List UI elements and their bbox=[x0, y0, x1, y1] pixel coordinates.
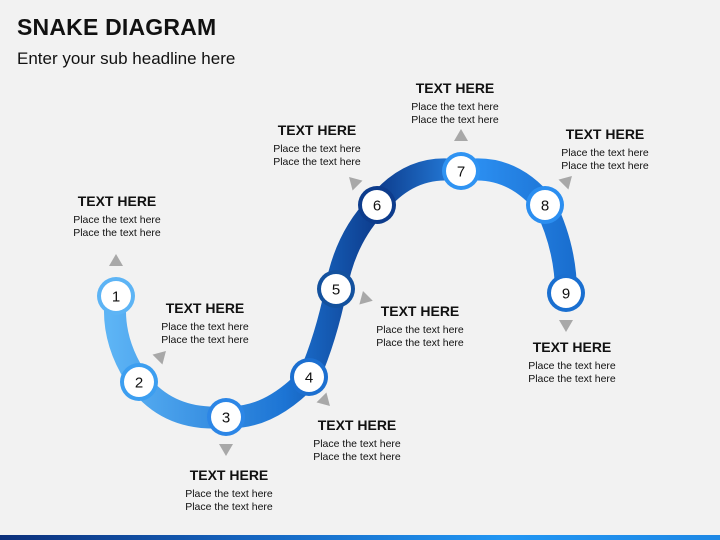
step-4-arrow-icon bbox=[316, 392, 330, 406]
step-number: 7 bbox=[457, 164, 465, 181]
callout-text-line: Place the text here bbox=[376, 324, 464, 336]
callout-text-line: Place the text here bbox=[376, 337, 464, 349]
step-node-face bbox=[124, 367, 154, 397]
step-node-face bbox=[211, 402, 241, 432]
step-node-face bbox=[294, 362, 324, 392]
callout-heading: TEXT HERE bbox=[277, 122, 357, 138]
step-number: 9 bbox=[562, 286, 570, 303]
callout-text-line: Place the text here bbox=[313, 438, 401, 450]
step-number: 4 bbox=[305, 370, 313, 387]
callout-heading: TEXT HERE bbox=[415, 80, 495, 96]
step-node-3[interactable]: 3 bbox=[207, 398, 245, 436]
callout-text-line: Place the text here bbox=[561, 147, 649, 159]
step-7-arrow-icon bbox=[454, 129, 468, 141]
callout-heading: TEXT HERE bbox=[77, 193, 157, 209]
callout-text-line: Place the text here bbox=[161, 321, 249, 333]
step-5-arrow-icon bbox=[359, 290, 373, 305]
step-9-arrow-icon bbox=[559, 320, 573, 332]
step-node-9[interactable]: 9 bbox=[547, 274, 585, 312]
callout-text-line: Place the text here bbox=[185, 501, 273, 513]
step-number: 6 bbox=[373, 198, 381, 215]
step-number: 8 bbox=[541, 198, 549, 215]
step-2-arrow-icon bbox=[152, 351, 166, 365]
callout-heading: TEXT HERE bbox=[317, 417, 397, 433]
callout-heading: TEXT HERE bbox=[380, 303, 460, 319]
callout-heading: TEXT HERE bbox=[532, 339, 612, 355]
slide-title: SNAKE DIAGRAM bbox=[17, 14, 217, 40]
callout-heading: TEXT HERE bbox=[565, 126, 645, 142]
step-node-face bbox=[446, 156, 476, 186]
step-node-6[interactable]: 6 bbox=[358, 186, 396, 224]
step-node-face bbox=[551, 278, 581, 308]
step-number: 5 bbox=[332, 282, 340, 299]
callout-text-line: Place the text here bbox=[73, 227, 161, 239]
callout-text-line: Place the text here bbox=[561, 160, 649, 172]
callout-text-line: Place the text here bbox=[411, 101, 499, 113]
step-node-8[interactable]: 8 bbox=[526, 186, 564, 224]
step-node-face bbox=[362, 190, 392, 220]
callout-text-line: Place the text here bbox=[528, 360, 616, 372]
slide-subtitle: Enter your sub headline here bbox=[17, 49, 236, 68]
step-number: 3 bbox=[222, 410, 230, 427]
step-node-1[interactable]: 1 bbox=[97, 277, 135, 315]
callout-text-line: Place the text here bbox=[185, 488, 273, 500]
step-node-2[interactable]: 2 bbox=[120, 363, 158, 401]
callout-text-line: Place the text here bbox=[273, 143, 361, 155]
step-6-arrow-icon bbox=[349, 177, 363, 191]
callout-text-line: Place the text here bbox=[313, 451, 401, 463]
callout-text-line: Place the text here bbox=[528, 373, 616, 385]
callout-heading: TEXT HERE bbox=[165, 300, 245, 316]
step-1-arrow-icon bbox=[109, 254, 123, 266]
step-8-arrow-icon bbox=[558, 176, 572, 190]
step-node-5[interactable]: 5 bbox=[317, 270, 355, 308]
callout-text-line: Place the text here bbox=[161, 334, 249, 346]
callout-text-line: Place the text here bbox=[273, 156, 361, 168]
step-node-face bbox=[101, 281, 131, 311]
step-number: 1 bbox=[112, 289, 120, 306]
footer-accent-bar bbox=[0, 535, 720, 540]
step-node-face bbox=[321, 274, 351, 304]
step-node-7[interactable]: 7 bbox=[442, 152, 480, 190]
callout-heading: TEXT HERE bbox=[189, 467, 269, 483]
step-3-arrow-icon bbox=[219, 444, 233, 456]
callout-text-line: Place the text here bbox=[411, 114, 499, 126]
step-node-face bbox=[530, 190, 560, 220]
step-node-4[interactable]: 4 bbox=[290, 358, 328, 396]
step-number: 2 bbox=[135, 375, 143, 392]
callout-text-line: Place the text here bbox=[73, 214, 161, 226]
